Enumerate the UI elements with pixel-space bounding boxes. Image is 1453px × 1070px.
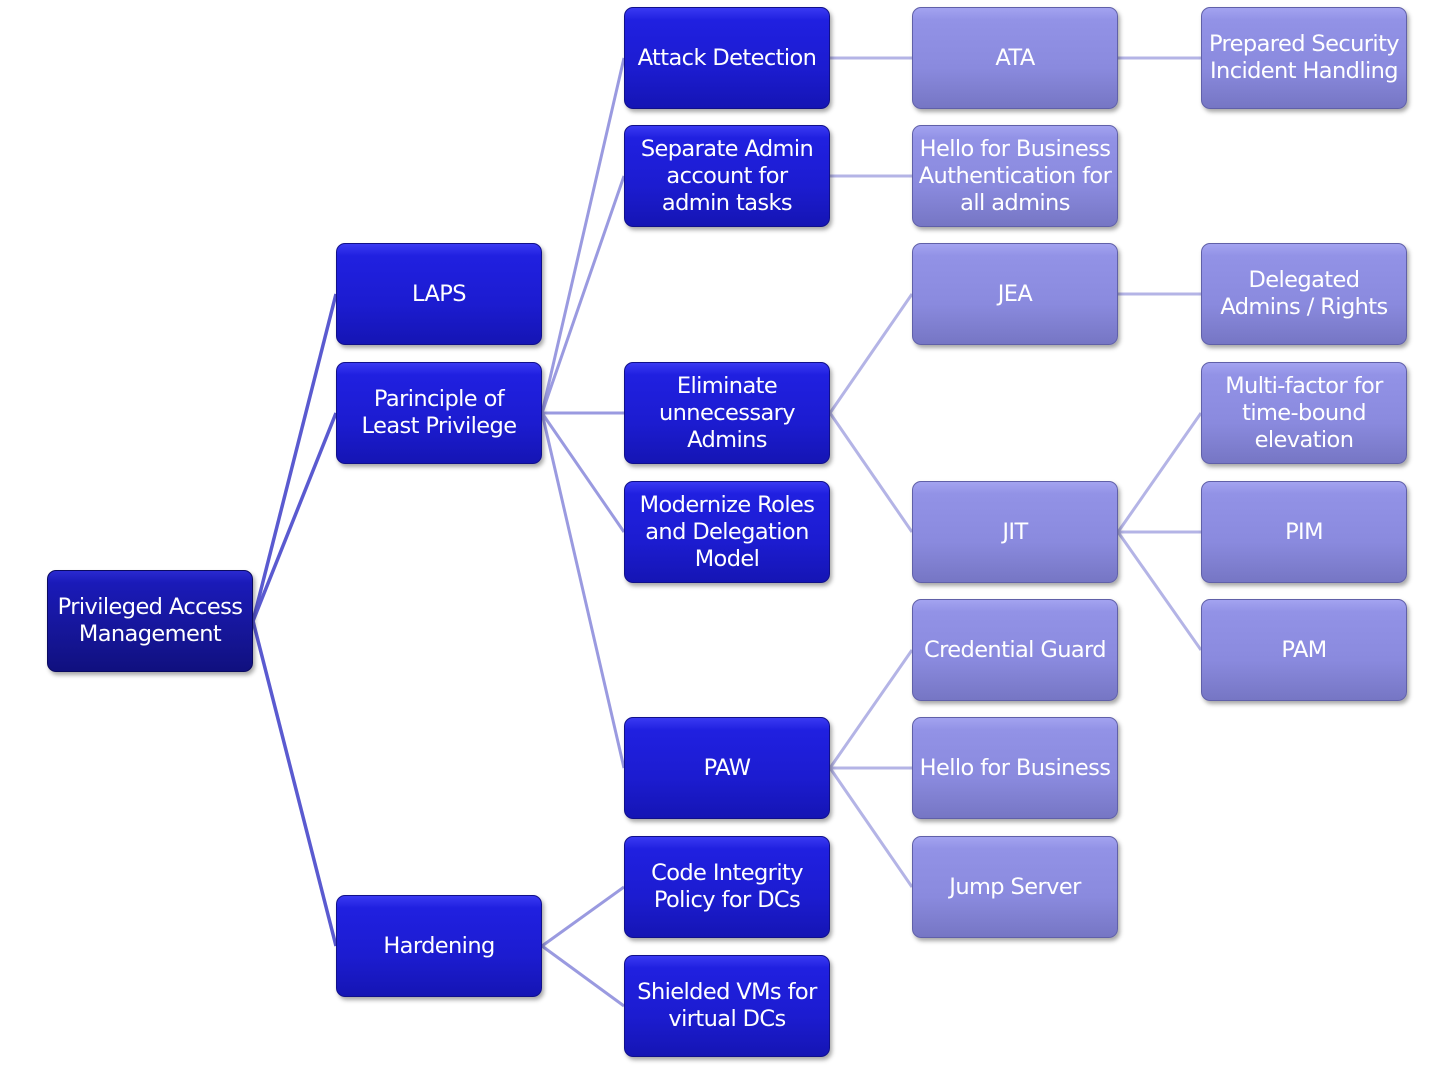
- node-hardening[interactable]: Hardening: [336, 895, 542, 997]
- connector-pam-to-polp: [251, 412, 338, 622]
- connector-paw-to-credential-guard: [828, 649, 914, 769]
- connector-polp-to-attack-detection: [540, 57, 626, 414]
- connector-pam-to-laps: [251, 293, 338, 622]
- connector-polp-to-modernize-roles: [540, 412, 626, 533]
- node-jit[interactable]: JIT: [912, 481, 1118, 583]
- node-laps[interactable]: LAPS: [336, 243, 542, 345]
- node-jea[interactable]: JEA: [912, 243, 1118, 345]
- connector-eliminate-admins-to-jea: [828, 293, 914, 414]
- connector-jit-to-multi-factor: [1116, 412, 1203, 533]
- node-delegated-admins-rights[interactable]: Delegated Admins / Rights: [1201, 243, 1407, 345]
- node-pam[interactable]: PAM: [1201, 599, 1407, 701]
- node-jump-server[interactable]: Jump Server: [912, 836, 1118, 938]
- node-ata[interactable]: ATA: [912, 7, 1118, 109]
- node-modernize-roles[interactable]: Modernize Roles and Delegation Model: [624, 481, 830, 583]
- node-eliminate-unnecessary-admins[interactable]: Eliminate unnecessary Admins: [624, 362, 830, 464]
- connector-polp-to-paw: [540, 412, 626, 769]
- connector-hardening-to-code-integrity: [541, 885, 625, 948]
- node-attack-detection[interactable]: Attack Detection: [624, 7, 830, 109]
- node-pim[interactable]: PIM: [1201, 481, 1407, 583]
- node-paw[interactable]: PAW: [624, 717, 830, 819]
- node-separate-admin-account[interactable]: Separate Admin account for admin tasks: [624, 125, 830, 227]
- node-principle-of-least-privilege[interactable]: Parinciple of Least Privilege: [336, 362, 542, 464]
- connector-jit-to-pam-tool: [1116, 531, 1203, 651]
- connector-paw-to-jump-server: [828, 767, 914, 888]
- node-prepared-security-incident-handling[interactable]: Prepared Security Incident Handling: [1201, 7, 1407, 109]
- node-hello-for-business-authentication[interactable]: Hello for Business Authentication for al…: [912, 125, 1118, 227]
- connector-hardening-to-shielded-vms: [541, 944, 625, 1008]
- node-credential-guard[interactable]: Credential Guard: [912, 599, 1118, 701]
- node-code-integrity-policy[interactable]: Code Integrity Policy for DCs: [624, 836, 830, 938]
- connector-pam-to-hardening: [251, 620, 338, 947]
- node-multi-factor-elevation[interactable]: Multi-factor for time-bound elevation: [1201, 362, 1407, 464]
- node-privileged-access-management[interactable]: Privileged Access Management: [47, 570, 253, 672]
- node-hello-for-business[interactable]: Hello for Business: [912, 717, 1118, 819]
- connector-polp-to-separate-admin: [540, 175, 626, 414]
- connector-eliminate-admins-to-jit: [828, 412, 914, 533]
- node-shielded-vms[interactable]: Shielded VMs for virtual DCs: [624, 955, 830, 1057]
